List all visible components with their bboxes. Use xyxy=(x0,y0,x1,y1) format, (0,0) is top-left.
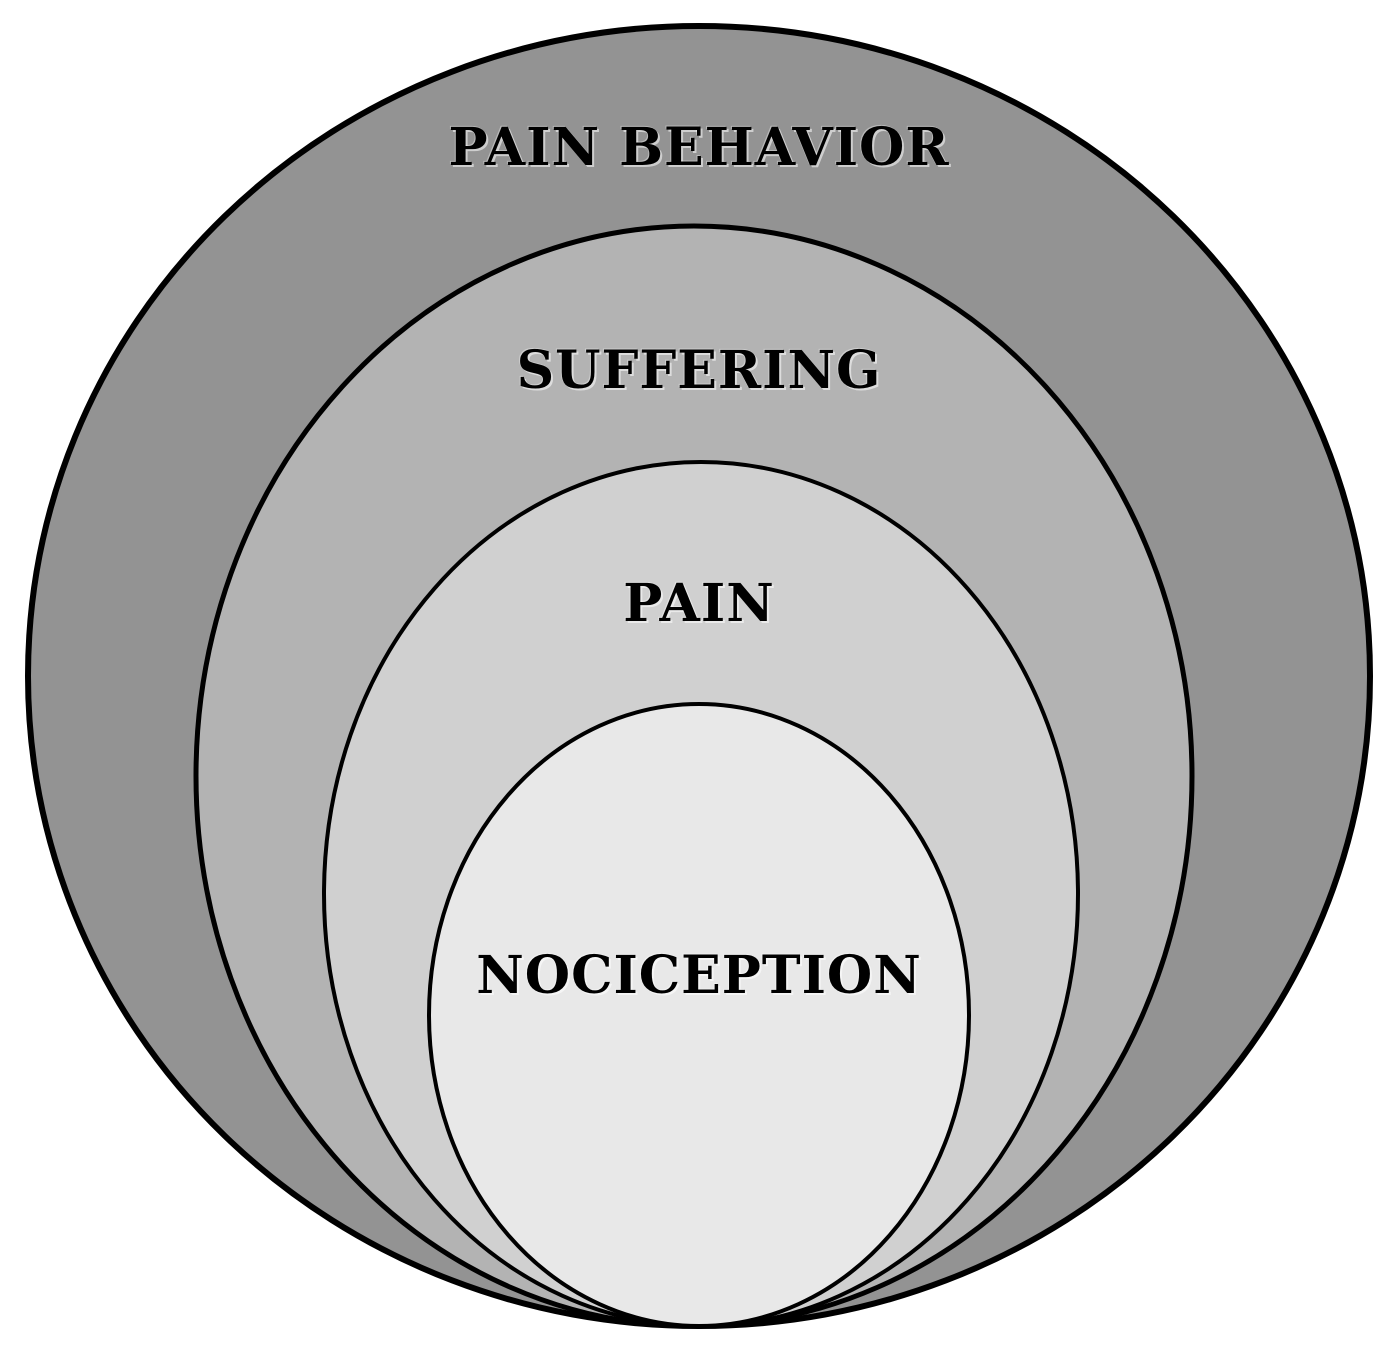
label-pain-behavior: PAIN BEHAVIOR xyxy=(448,117,950,178)
label-nociception: NOCICEPTION xyxy=(476,945,922,1006)
label-suffering: SUFFERING xyxy=(516,340,882,401)
ring-nociception xyxy=(427,702,971,1328)
label-pain: PAIN xyxy=(623,573,775,634)
